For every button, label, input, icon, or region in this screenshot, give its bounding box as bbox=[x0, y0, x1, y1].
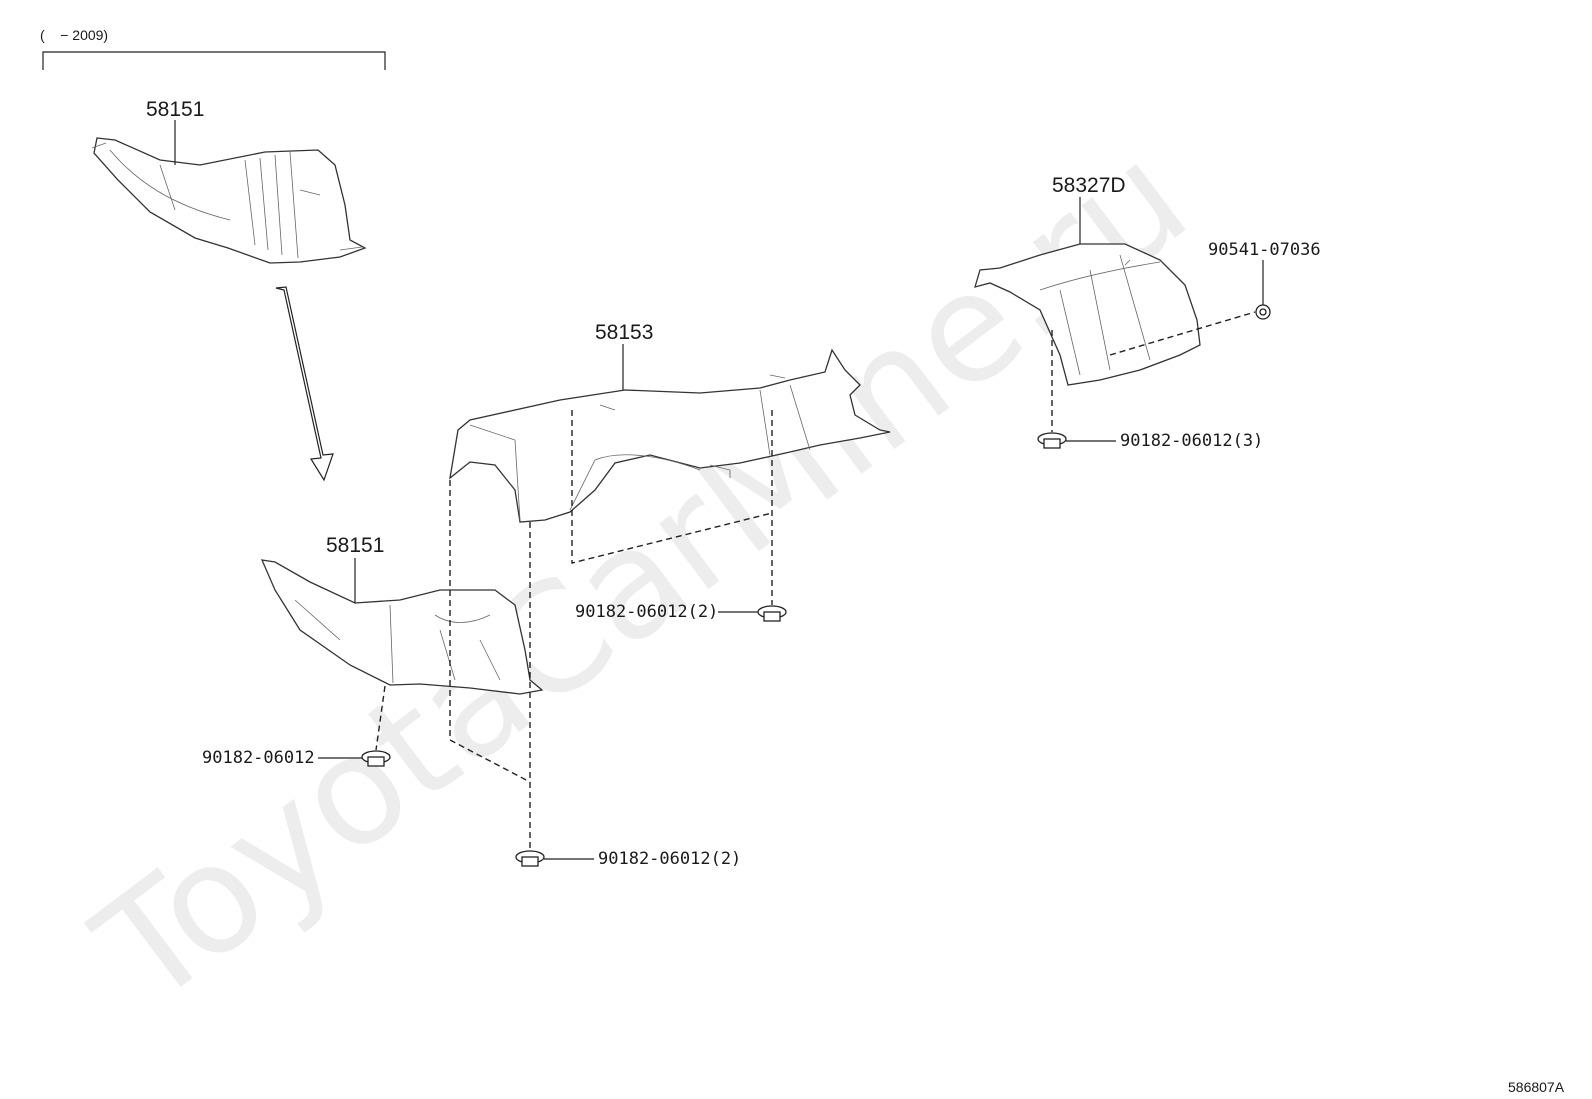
nut-center-bottom[interactable] bbox=[515, 850, 545, 867]
fastener-label-center-right[interactable]: 90182-06012(2) bbox=[575, 602, 718, 622]
nut-rear-bottom[interactable] bbox=[1037, 432, 1067, 449]
date-range-label: ( − 2009) bbox=[40, 27, 108, 43]
superseded-arrow bbox=[275, 286, 334, 482]
heat-shield-58327D-rear[interactable] bbox=[974, 243, 1201, 386]
fastener-label-rear-bottom[interactable]: 90182-06012(3) bbox=[1120, 431, 1263, 451]
heat-shield-58151-old[interactable] bbox=[91, 137, 367, 264]
part-label-58327D[interactable]: 58327D bbox=[1052, 174, 1126, 197]
date-range-bracket bbox=[42, 51, 386, 70]
part-label-58151-front[interactable]: 58151 bbox=[326, 534, 384, 557]
heat-shield-58153-center[interactable] bbox=[449, 348, 891, 523]
part-label-58153[interactable]: 58153 bbox=[595, 321, 653, 344]
clip-rear[interactable] bbox=[1255, 304, 1271, 320]
fastener-label-center-bottom[interactable]: 90182-06012(2) bbox=[598, 849, 741, 869]
fastener-label-front-left[interactable]: 90182-06012 bbox=[202, 748, 315, 768]
part-label-58151-old[interactable]: 58151 bbox=[146, 98, 204, 121]
assembly-dashed-lines bbox=[375, 311, 1256, 850]
nut-center-right[interactable] bbox=[757, 605, 787, 622]
diagram-id: 586807A bbox=[1508, 1079, 1565, 1095]
fastener-label-clip-rear[interactable]: 90541-07036 bbox=[1208, 240, 1321, 260]
nut-front-left[interactable] bbox=[361, 750, 391, 767]
